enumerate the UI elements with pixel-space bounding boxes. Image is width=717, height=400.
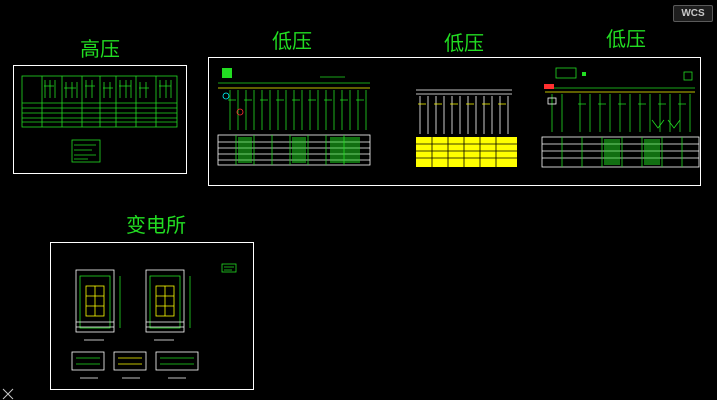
title-high-voltage: 高压 [80, 37, 120, 61]
wcs-button[interactable]: WCS [673, 5, 713, 22]
title-low-voltage-3: 低压 [606, 27, 646, 51]
ucs-icon [2, 388, 14, 400]
title-substation: 变电所 [126, 213, 186, 237]
high-voltage-diagram [21, 75, 178, 163]
high-voltage-sheet[interactable] [13, 65, 187, 174]
title-low-voltage-2: 低压 [444, 31, 484, 55]
low-voltage-diagram-1 [217, 68, 371, 166]
substation-plan [71, 263, 237, 379]
low-voltage-diagram-2 [416, 89, 517, 167]
low-voltage-diagram-3 [541, 67, 700, 168]
low-voltage-sheet[interactable] [208, 57, 701, 186]
substation-sheet[interactable] [50, 242, 254, 390]
title-low-voltage-1: 低压 [272, 29, 312, 53]
